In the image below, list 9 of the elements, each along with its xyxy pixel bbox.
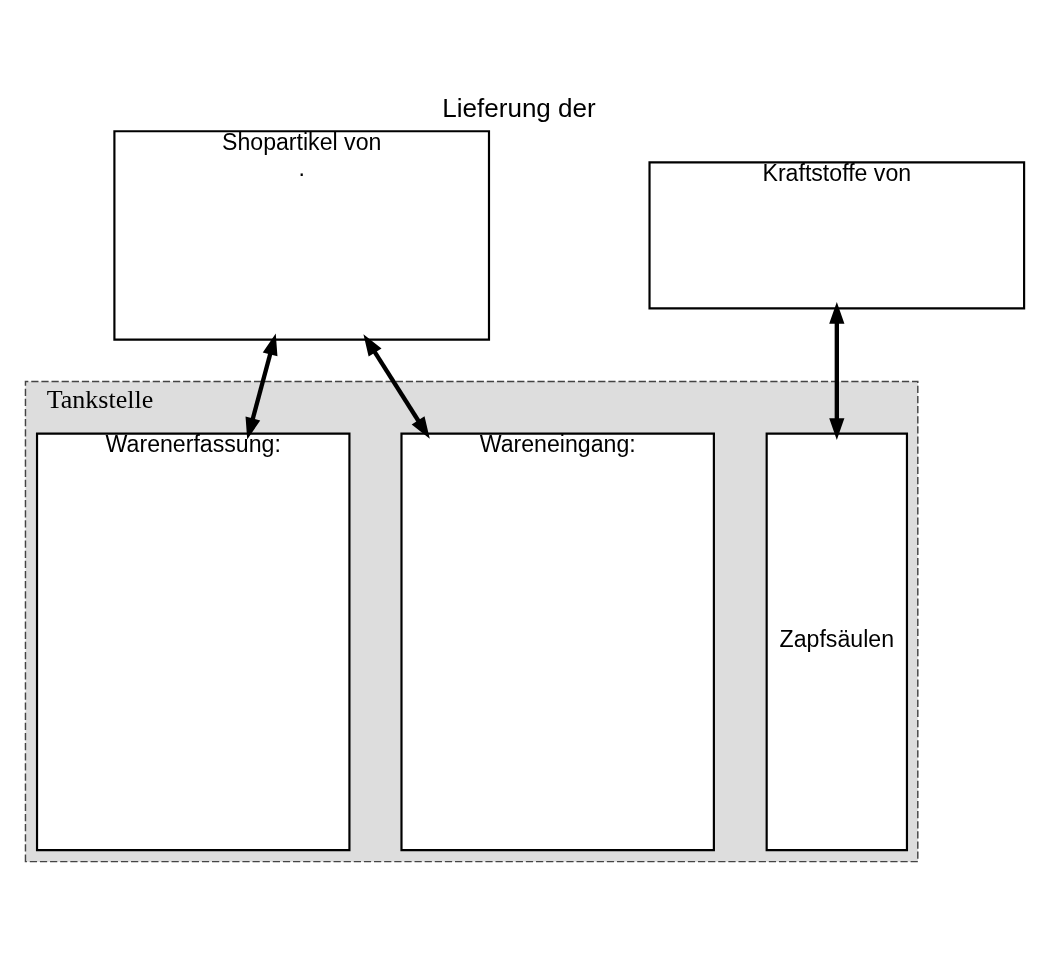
- node-box: Warenerfassung:: [35, 432, 351, 852]
- node-box: Kraftstoffe von: [648, 161, 1026, 310]
- arrow: [245, 333, 278, 440]
- node-box: Wareneingang:: [400, 432, 715, 852]
- node-box: Zapfsäulen: [765, 432, 909, 852]
- arrow: [363, 334, 430, 439]
- arrow: [829, 301, 845, 440]
- diagram-title: Lieferung der: [442, 93, 596, 124]
- node-box: Shopartikel von .: [113, 130, 491, 341]
